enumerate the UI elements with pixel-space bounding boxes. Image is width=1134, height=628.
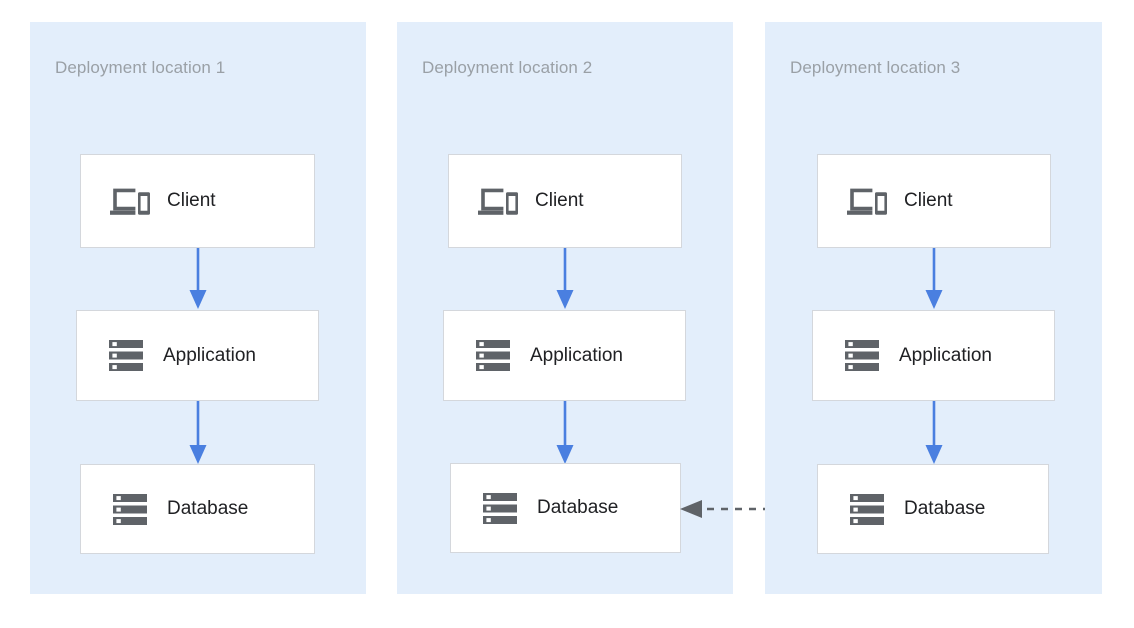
node-label: Application bbox=[163, 344, 256, 366]
node-label: Application bbox=[899, 344, 992, 366]
node-database-2[interactable]: Database bbox=[450, 463, 681, 553]
node-client-3[interactable]: Client bbox=[817, 154, 1051, 248]
panel-title-2: Deployment location 2 bbox=[422, 58, 593, 77]
flow-arrow-client-to-application-2 bbox=[554, 248, 576, 310]
devices-icon bbox=[99, 186, 161, 217]
server-icon bbox=[99, 493, 161, 525]
devices-icon bbox=[467, 186, 529, 217]
node-label: Database bbox=[537, 497, 619, 518]
server-icon bbox=[95, 340, 157, 371]
node-label: Database bbox=[167, 498, 249, 519]
node-database-1[interactable]: Database bbox=[80, 464, 315, 554]
node-label: Application bbox=[530, 344, 623, 366]
server-icon bbox=[831, 340, 893, 371]
node-label: Client bbox=[535, 190, 584, 211]
node-client-1[interactable]: Client bbox=[80, 154, 315, 248]
server-icon bbox=[469, 492, 531, 524]
flow-arrow-application-to-database-1 bbox=[187, 401, 209, 465]
node-application-2[interactable]: Application bbox=[443, 310, 686, 401]
flow-arrow-client-to-application-3 bbox=[923, 248, 945, 310]
node-label: Database bbox=[904, 498, 986, 519]
flow-arrow-application-to-database-2 bbox=[554, 401, 576, 465]
node-label: Client bbox=[167, 190, 216, 211]
flow-arrow-client-to-application-1 bbox=[187, 248, 209, 310]
panel-title-1: Deployment location 1 bbox=[55, 58, 226, 77]
flow-arrow-application-to-database-3 bbox=[923, 401, 945, 465]
node-application-3[interactable]: Application bbox=[812, 310, 1055, 401]
node-application-1[interactable]: Application bbox=[76, 310, 319, 401]
server-icon bbox=[836, 493, 898, 525]
server-icon bbox=[462, 340, 524, 371]
node-label: Client bbox=[904, 190, 953, 211]
node-client-2[interactable]: Client bbox=[448, 154, 682, 248]
devices-icon bbox=[836, 186, 898, 217]
panel-title-3: Deployment location 3 bbox=[790, 58, 961, 77]
node-database-3[interactable]: Database bbox=[817, 464, 1049, 554]
